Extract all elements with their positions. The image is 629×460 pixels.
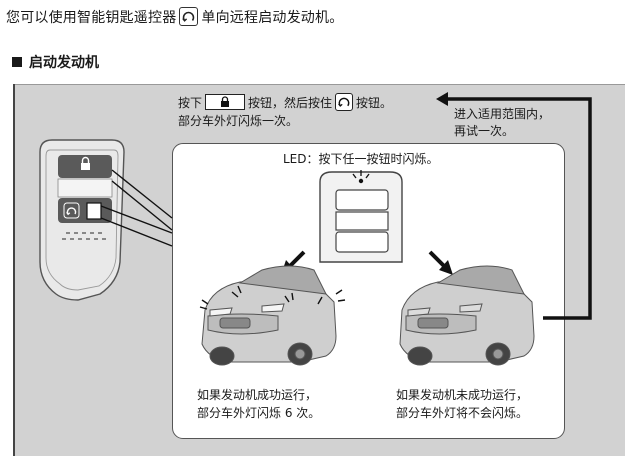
led-note: LED：按下任一按钮时闪烁。 <box>283 152 439 166</box>
result-success: 如果发动机成功运行， 部分车外灯闪烁 6 次。 <box>197 386 320 422</box>
car-lights-flashing <box>201 265 337 366</box>
result-failure-line-2: 部分车外灯将不会闪烁。 <box>396 406 529 420</box>
result-failure: 如果发动机未成功运行， 部分车外灯将不会闪烁。 <box>396 386 528 422</box>
panel-left-rule <box>13 84 15 456</box>
instruction-after-lock: 按钮，然后按住 <box>248 96 333 110</box>
fob-dots <box>62 232 106 240</box>
retry-arrow-head <box>436 92 448 106</box>
intro-after: 单向远程启动发动机。 <box>201 10 344 26</box>
retry-note: 进入适用范围内， 再试一次。 <box>454 106 550 140</box>
section-heading: 启动发动机 <box>12 52 99 72</box>
intro-before: 您可以使用智能钥匙遥控器 <box>6 10 177 26</box>
key-fob <box>39 139 125 301</box>
fob-lock-icon <box>81 156 90 170</box>
square-bullet-icon <box>12 57 22 67</box>
led-indicator <box>358 178 364 184</box>
fob-start-icon <box>63 202 80 219</box>
remote-start-icon <box>179 7 199 26</box>
fob-unlock-button <box>57 178 113 198</box>
instruction-after-start: 按钮。 <box>356 96 393 110</box>
instruction-line-1: 按下 按钮，然后按住 按钮。 <box>178 93 392 112</box>
car-no-flash <box>399 265 535 366</box>
panel-top-rule <box>13 84 625 85</box>
leader-lines <box>86 169 173 247</box>
flash-marks-left <box>199 285 346 310</box>
fob-closeup <box>319 170 403 263</box>
result-success-line-1: 如果发动机成功运行， <box>197 388 318 402</box>
retry-arrow <box>446 97 592 320</box>
instruction-text: 按下 按钮，然后按住 按钮。 部分车外灯闪烁一次。 <box>178 93 392 130</box>
retry-line-1: 进入适用范围内， <box>454 107 551 121</box>
result-failure-line-1: 如果发动机未成功运行， <box>396 388 529 402</box>
instruction-press: 按下 <box>178 96 203 110</box>
lock-button-icon <box>205 94 246 110</box>
led-flash-marks <box>352 170 370 179</box>
result-success-line-2: 部分车外灯闪烁 6 次。 <box>197 406 321 420</box>
intro-text: 您可以使用智能钥匙遥控器 单向远程启动发动机。 <box>6 7 343 27</box>
retry-line-2: 再试一次。 <box>454 124 515 138</box>
instruction-line-2: 部分车外灯闪烁一次。 <box>178 114 299 128</box>
section-title: 启动发动机 <box>29 55 99 71</box>
start-button-icon <box>335 93 354 111</box>
